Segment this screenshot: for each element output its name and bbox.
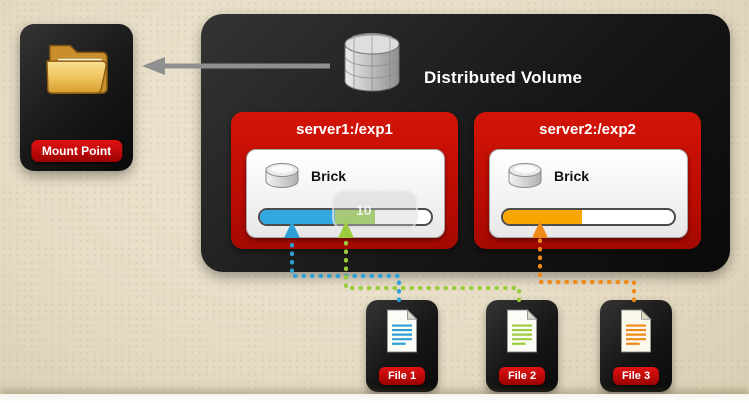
file3-icon	[621, 308, 652, 353]
file2-badge: File 2	[498, 367, 546, 385]
mount-arrow-head	[142, 57, 165, 75]
file1-icon	[387, 308, 418, 353]
brick-label: Brick	[554, 168, 590, 184]
server1-title: server1:/exp1	[296, 121, 393, 138]
file3-card: File 3	[600, 300, 672, 392]
brick-cylinder-icon	[508, 163, 542, 188]
distributed-volume-panel: Distributed Volume server1:/exp1 Brick	[201, 14, 730, 272]
faded-overlay: 10	[332, 190, 418, 230]
brick-label: Brick	[311, 168, 347, 184]
file1-card: File 1	[366, 300, 438, 392]
file3-badge: File 3	[612, 367, 660, 385]
mount-point-panel: Mount Point	[20, 24, 133, 171]
server2-brick-card: Brick	[489, 149, 688, 238]
folder-icon	[46, 44, 108, 94]
file1-badge: File 1	[378, 367, 426, 385]
volume-cylinder-icon	[344, 32, 400, 92]
file2-card: File 2	[486, 300, 558, 392]
file2-icon	[507, 308, 538, 353]
server2-title: server2:/exp2	[539, 121, 636, 138]
mount-point-badge: Mount Point	[30, 140, 123, 162]
page-edge	[0, 394, 749, 403]
server2-box: server2:/exp2 Brick	[474, 112, 701, 249]
brick-cylinder-icon	[265, 163, 299, 188]
brick-usage-bar	[501, 208, 676, 226]
volume-title: Distributed Volume	[424, 68, 583, 87]
